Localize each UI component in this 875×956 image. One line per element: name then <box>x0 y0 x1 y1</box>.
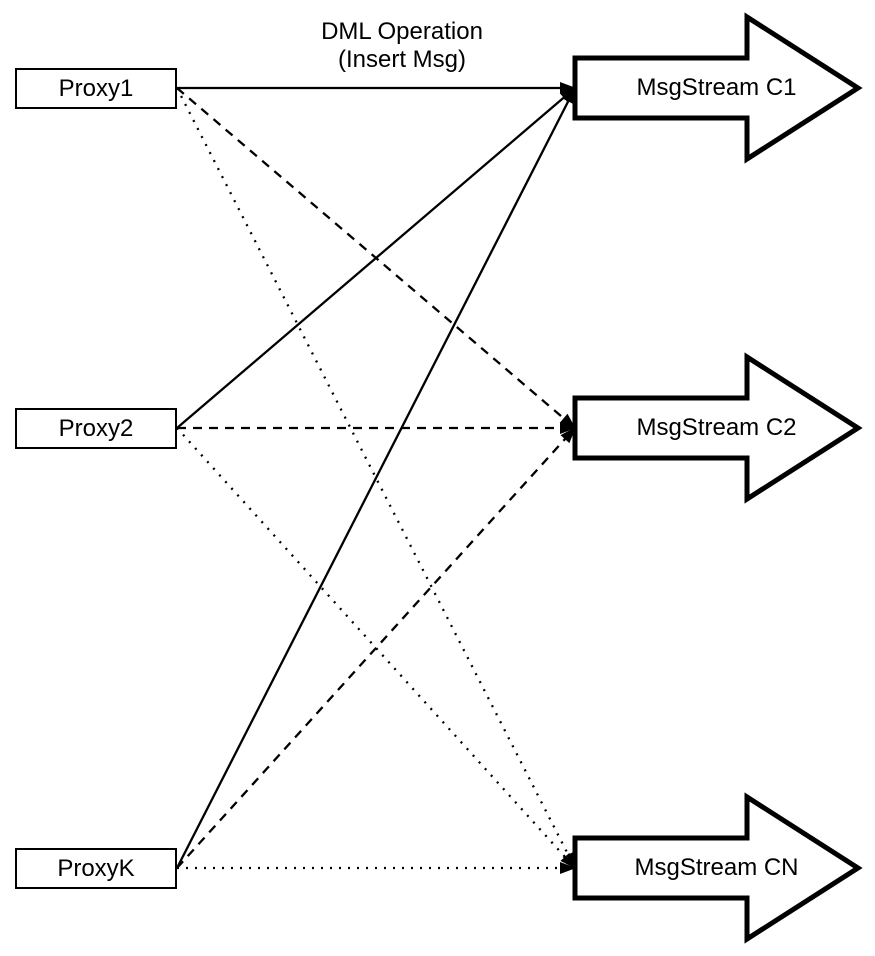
node-proxy1: Proxy1 <box>15 68 177 109</box>
connector-proxy1-to-cn <box>175 87 577 869</box>
node-proxyk-label: ProxyK <box>57 854 135 882</box>
msgstream-c2-label: MsgStream C2 <box>636 414 797 441</box>
node-proxyk: ProxyK <box>15 848 177 889</box>
connector-proxyk-to-c1 <box>175 87 577 869</box>
diagram-title-line1: DML Operation <box>321 18 483 45</box>
msgstream-c1-arrow-shape <box>572 12 863 164</box>
msgstream-cn-label-box: MsgStream CN <box>575 838 858 898</box>
msgstream-c2-arrow-shape <box>572 352 863 504</box>
diagram-title: DML Operation (Insert Msg) <box>252 18 552 74</box>
connector-proxy2-to-c1 <box>176 87 576 429</box>
msgstream-cn-label: MsgStream CN <box>634 854 799 881</box>
diagram-title-line2: (Insert Msg) <box>337 46 466 73</box>
msgstream-c1-label-box: MsgStream C1 <box>575 58 858 118</box>
msgstream-c1-label: MsgStream C1 <box>636 74 797 101</box>
node-proxy2-label: Proxy2 <box>58 414 134 442</box>
msgstream-cn-arrow-shape <box>572 792 863 944</box>
node-proxy2: Proxy2 <box>15 408 177 449</box>
msgstream-c2-label-box: MsgStream C2 <box>575 398 858 458</box>
connector-proxyk-to-c2 <box>176 427 576 869</box>
node-proxy1-label: Proxy1 <box>58 74 134 102</box>
